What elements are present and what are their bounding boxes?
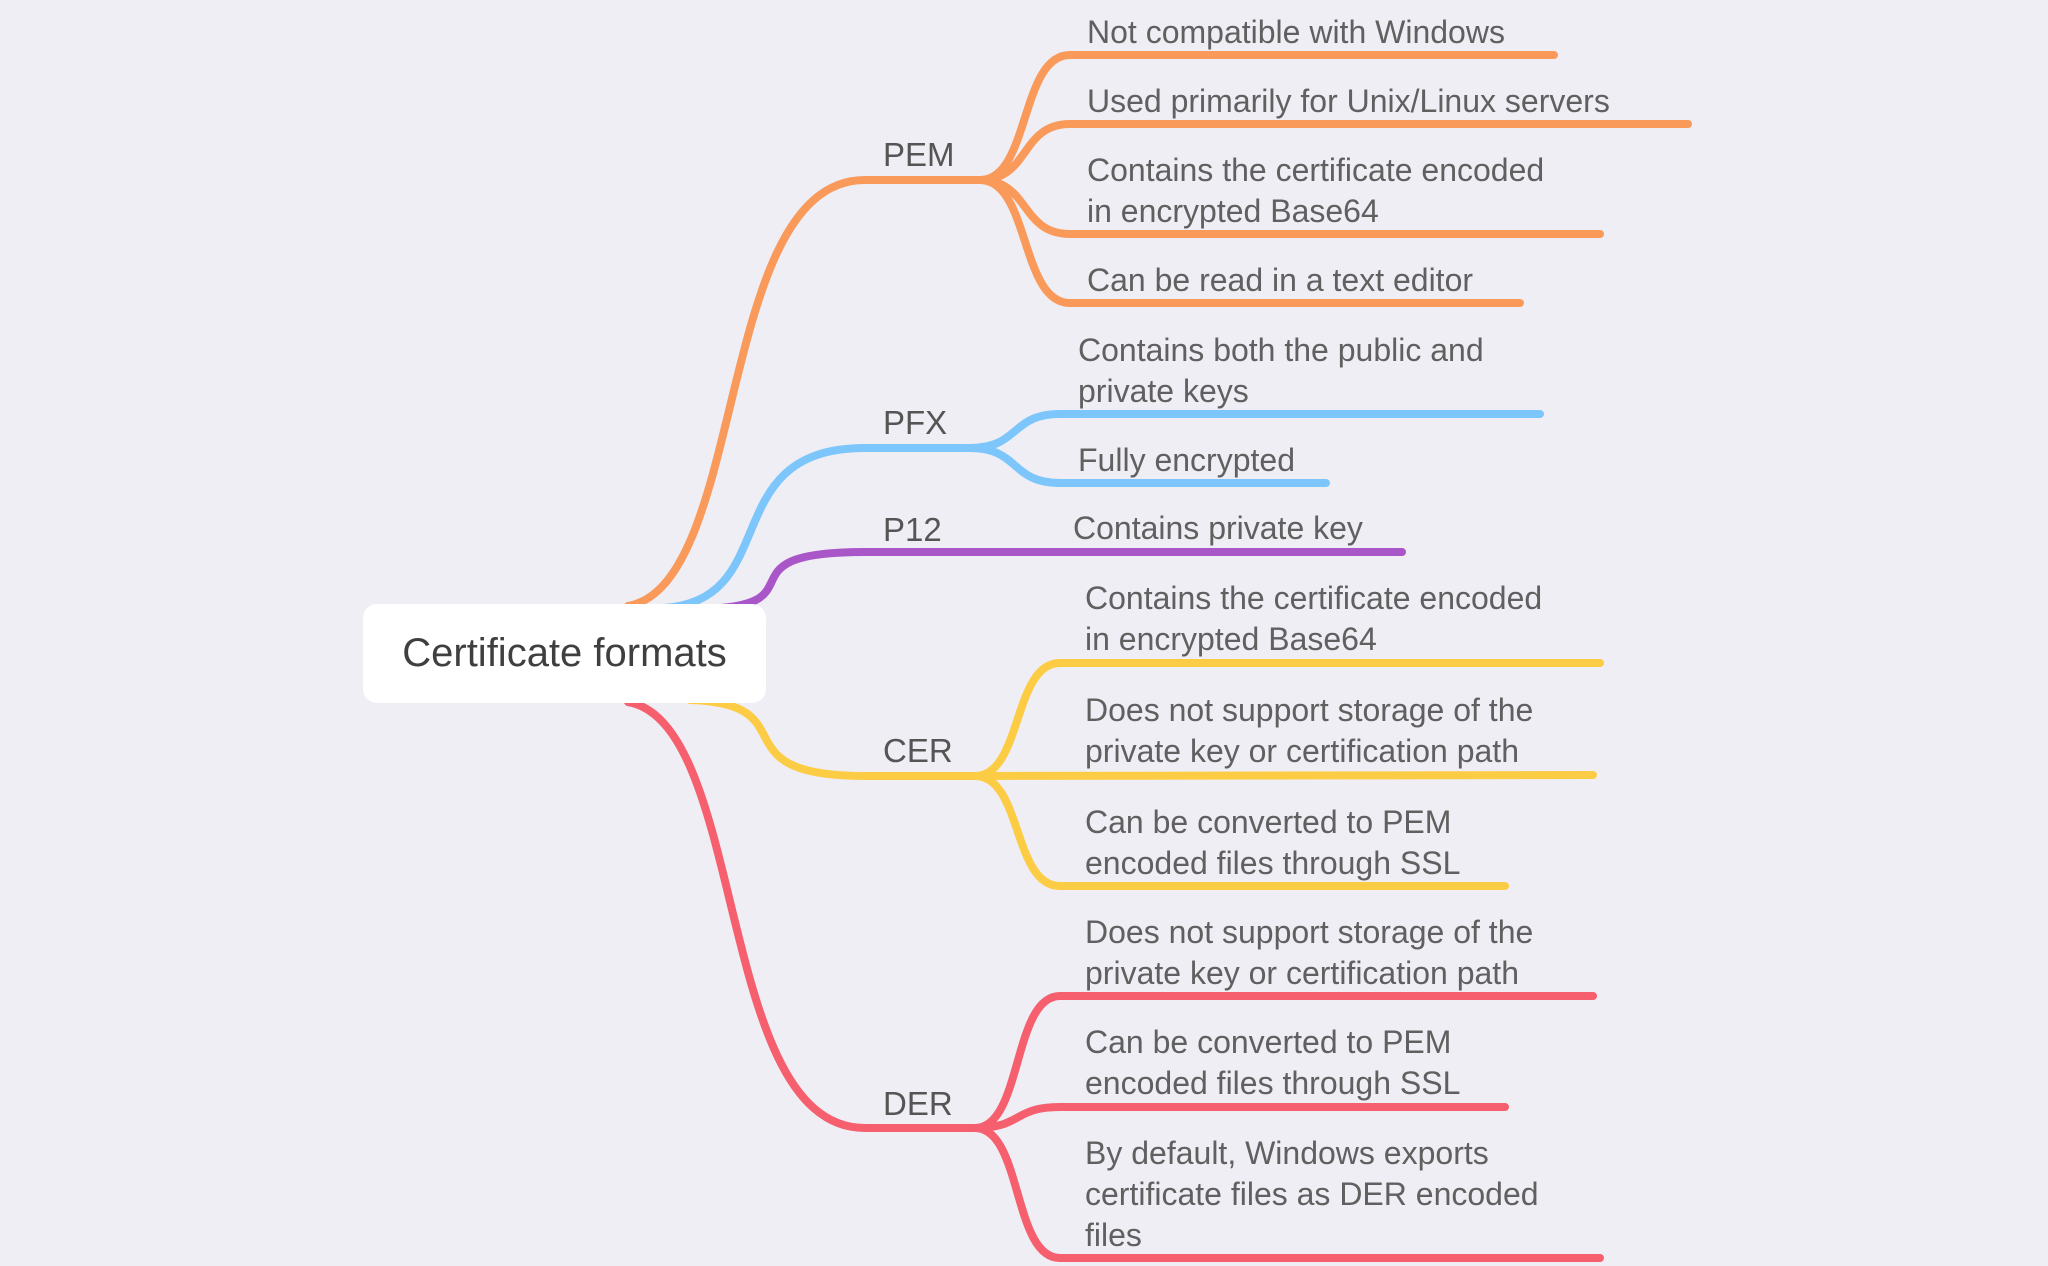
leaf-node[interactable]: Used primarily for Unix/Linux servers: [1087, 81, 1610, 122]
leaf-connector: [971, 771, 1597, 780]
branch-label-p12[interactable]: P12: [883, 511, 942, 548]
leaf-text-line: encoded files through SSL: [1085, 845, 1461, 881]
leaf-text-line: Fully encrypted: [1078, 442, 1295, 478]
leaf-connector: [976, 176, 1524, 307]
leaf-node[interactable]: Contains both the public and private keys: [1078, 330, 1484, 412]
leaf-text-line: Can be converted to PEM: [1085, 804, 1452, 840]
leaf-connector: [971, 772, 1509, 890]
leaf-text-line: Contains private key: [1073, 510, 1363, 546]
leaf-text-line: in encrypted Base64: [1087, 193, 1379, 229]
leaf-text-line: in encrypted Base64: [1085, 621, 1377, 657]
leaf-connector: [971, 659, 1604, 780]
leaf-text-line: private keys: [1078, 373, 1249, 409]
branch-label-der[interactable]: DER: [883, 1085, 953, 1122]
leaf-node[interactable]: Contains private key: [1073, 508, 1363, 549]
branch-connector-cer: [686, 696, 979, 780]
branch-connector-pfx: [660, 444, 974, 612]
leaf-connector: [971, 1103, 1509, 1132]
leaf-text-line: certificate files as DER encoded: [1085, 1176, 1539, 1212]
leaf-node[interactable]: Can be converted to PEM encoded files thr…: [1085, 1022, 1460, 1104]
root-node[interactable]: Certificate formats: [363, 604, 766, 703]
leaf-node[interactable]: Can be read in a text editor: [1087, 260, 1473, 301]
leaf-text-line: Can be converted to PEM: [1085, 1024, 1452, 1060]
leaf-text-line: Not compatible with Windows: [1087, 14, 1505, 50]
leaf-node[interactable]: Contains the certificate encoded in encry…: [1087, 150, 1544, 232]
leaf-text-line: private key or certification path: [1085, 955, 1519, 991]
leaf-text-line: Does not support storage of the: [1085, 692, 1534, 728]
leaf-node[interactable]: By default, Windows exports certificate f…: [1085, 1133, 1539, 1256]
leaf-text-line: Used primarily for Unix/Linux servers: [1087, 83, 1610, 119]
leaf-text-line: private key or certification path: [1085, 733, 1519, 769]
leaf-text-line: By default, Windows exports: [1085, 1135, 1489, 1171]
leaf-text-line: Contains the certificate encoded: [1085, 580, 1543, 616]
leaf-node[interactable]: Contains the certificate encoded in encry…: [1085, 578, 1542, 660]
branch-label-pfx[interactable]: PFX: [883, 404, 948, 441]
leaf-text-line: Contains the certificate encoded: [1087, 152, 1545, 188]
leaf-connector: [966, 444, 1330, 487]
branch-label-pem[interactable]: PEM: [883, 136, 955, 173]
branch-connector-der: [624, 698, 979, 1132]
leaf-text-line: Contains both the public and: [1078, 332, 1484, 368]
leaf-node[interactable]: Does not support storage of the private k…: [1085, 912, 1533, 994]
leaf-node[interactable]: Fully encrypted: [1078, 440, 1295, 481]
leaf-text-line: Does not support storage of the: [1085, 914, 1534, 950]
branch-label-cer[interactable]: CER: [883, 732, 953, 769]
leaf-text-line: files: [1085, 1217, 1142, 1253]
leaf-connector: [976, 120, 1692, 184]
leaf-text-line: encoded files through SSL: [1085, 1065, 1461, 1101]
branch-connector-pem: [624, 176, 984, 610]
leaf-node[interactable]: Not compatible with Windows: [1087, 12, 1505, 53]
leaf-connector: [971, 1124, 1604, 1262]
root-node-label: Certificate formats: [402, 631, 727, 675]
leaf-node[interactable]: Can be converted to PEM encoded files thr…: [1085, 802, 1460, 884]
leaf-text-line: Can be read in a text editor: [1087, 262, 1474, 298]
leaf-node[interactable]: Does not support storage of the private k…: [1085, 690, 1533, 772]
leaf-connector: [971, 992, 1597, 1132]
